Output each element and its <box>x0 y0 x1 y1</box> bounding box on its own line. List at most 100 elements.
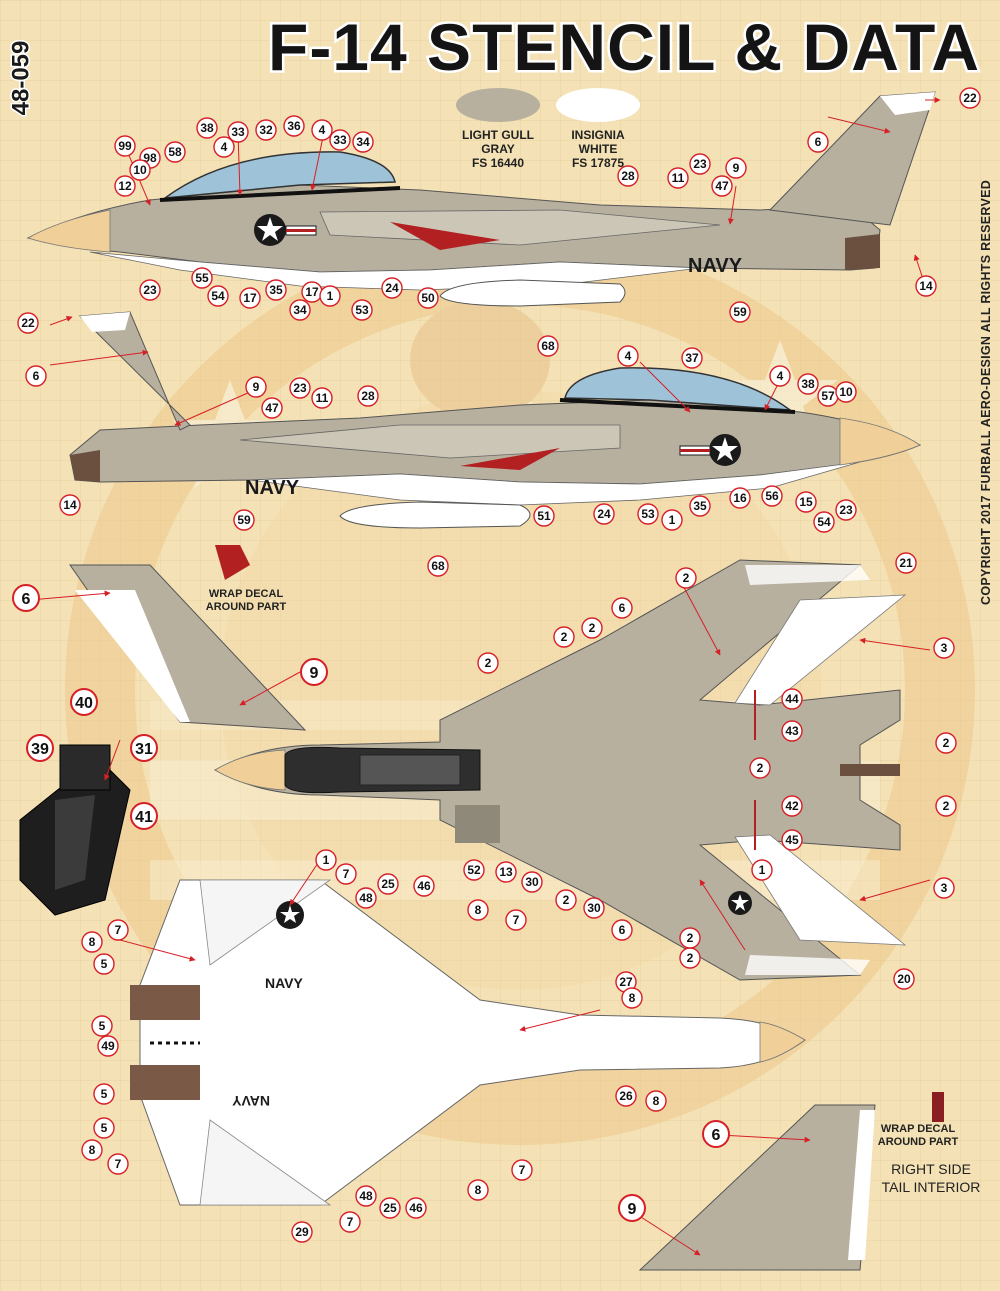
tail-interior-line2: TAIL INTERIOR <box>881 1179 981 1195</box>
callout-bubble <box>555 889 577 911</box>
callout-bubble <box>81 931 103 953</box>
callout-number: 23 <box>839 503 853 517</box>
callout-number: 7 <box>343 867 350 881</box>
callout-bubble <box>959 87 981 109</box>
callout-bubble <box>521 871 543 893</box>
product-code: 48-059 <box>6 28 46 128</box>
copyright-text: COPYRIGHT 2017 FURBALL AERO-DESIGN ALL R… <box>979 179 993 605</box>
callout-bubble <box>139 279 161 301</box>
callout-bubble <box>93 1083 115 1105</box>
callout-number: 8 <box>89 1143 96 1157</box>
callout-bubble <box>645 1090 667 1112</box>
callout-bubble <box>289 299 311 321</box>
callout-bubble <box>781 688 803 710</box>
callout-bubble <box>351 299 373 321</box>
callout-number: 10 <box>133 163 147 177</box>
swatch-2-name-line1: INSIGNIA <box>571 128 625 142</box>
callout-number: 6 <box>33 369 40 383</box>
callout-number: 41 <box>135 809 153 826</box>
callout-number: 47 <box>265 401 279 415</box>
callout-bubble <box>611 919 633 941</box>
callout-number: 17 <box>243 291 257 305</box>
callout-number: 22 <box>963 91 977 105</box>
callout-number: 11 <box>316 391 329 405</box>
callout-bubble <box>291 1221 313 1243</box>
callout-number: 57 <box>821 389 835 403</box>
callout-number: 45 <box>785 833 799 847</box>
wrap-decal-note-upper: WRAP DECAL AROUND PART <box>196 588 296 614</box>
callout-number: 35 <box>269 283 283 297</box>
callout-number: 30 <box>587 901 601 915</box>
callout-bubble <box>107 919 129 941</box>
callout-bubble <box>581 617 603 639</box>
callout-bubble <box>835 499 857 521</box>
callout-bubble <box>933 637 955 659</box>
callout-bubble <box>537 335 559 357</box>
insignia-white-swatch <box>556 88 640 122</box>
callout-bubble <box>679 927 701 949</box>
callout-number: 39 <box>31 741 49 758</box>
callout-bubble <box>935 732 957 754</box>
callout-number: 22 <box>21 316 35 330</box>
callout-number: 47 <box>715 179 729 193</box>
callout-number: 2 <box>683 571 690 585</box>
callout-number: 3 <box>941 641 948 655</box>
callout-number: 54 <box>817 515 831 529</box>
callout-number: 2 <box>563 893 570 907</box>
right-profile-view: NAVY <box>69 311 922 529</box>
swatch-1-name-line2: GRAY <box>481 142 515 156</box>
callout-number: 8 <box>89 935 96 949</box>
callout-bubble <box>12 584 40 612</box>
callout-number: 15 <box>799 495 813 509</box>
wrap-decal-lower-line2: AROUND PART <box>877 1136 959 1148</box>
callout-number: 30 <box>525 875 539 889</box>
callout-number: 16 <box>733 491 747 505</box>
callout-number: 5 <box>99 1019 106 1033</box>
copyright-notice: COPYRIGHT 2017 FURBALL AERO-DESIGN ALL R… <box>974 150 998 610</box>
callout-bubble <box>725 157 747 179</box>
callout-bubble <box>311 387 333 409</box>
callout-leaders <box>29 97 941 1256</box>
callout-bubble <box>781 795 803 817</box>
callout-number: 26 <box>619 1089 633 1103</box>
callout-number: 48 <box>359 1189 373 1203</box>
callout-number: 29 <box>295 1225 309 1239</box>
callout-number: 7 <box>115 1157 122 1171</box>
callout-number: 2 <box>943 736 950 750</box>
tail-view-upper <box>69 545 307 731</box>
callout-bubble <box>355 887 377 909</box>
callout-number: 13 <box>499 865 513 879</box>
callout-number: 7 <box>347 1215 354 1229</box>
callout-number: 10 <box>839 385 853 399</box>
callout-bubble <box>711 175 733 197</box>
callout-bubble <box>93 1117 115 1139</box>
callout-number: 51 <box>537 509 551 523</box>
callout-number: 25 <box>383 1201 397 1215</box>
callout-number: 5 <box>101 1121 108 1135</box>
tail-view-lower <box>638 1092 944 1271</box>
callout-bubble <box>467 899 489 921</box>
callout-bubble <box>289 377 311 399</box>
callout-bubble <box>405 1197 427 1219</box>
callout-number: 49 <box>101 1039 115 1053</box>
callout-number: 59 <box>733 305 747 319</box>
callout-bubble <box>427 555 449 577</box>
callout-bubble <box>25 365 47 387</box>
callout-bubble <box>233 509 255 531</box>
callout-number: 8 <box>653 1094 660 1108</box>
callout-number: 48 <box>359 891 373 905</box>
callout-bubble <box>245 376 267 398</box>
callout-bubble <box>893 968 915 990</box>
swatch-2-name-line2: WHITE <box>578 142 618 156</box>
callout-number: 2 <box>561 630 568 644</box>
callout-bubble <box>339 1211 361 1233</box>
callout-number: 6 <box>619 923 626 937</box>
callout-bubble <box>413 875 435 897</box>
callout-bubble <box>807 131 829 153</box>
callout-number: 9 <box>733 161 740 175</box>
callout-number: 44 <box>785 692 799 706</box>
wrap-decal-upper-line2: AROUND PART <box>205 601 287 613</box>
callout-number: 9 <box>628 1201 637 1218</box>
callout-bubble <box>835 381 857 403</box>
